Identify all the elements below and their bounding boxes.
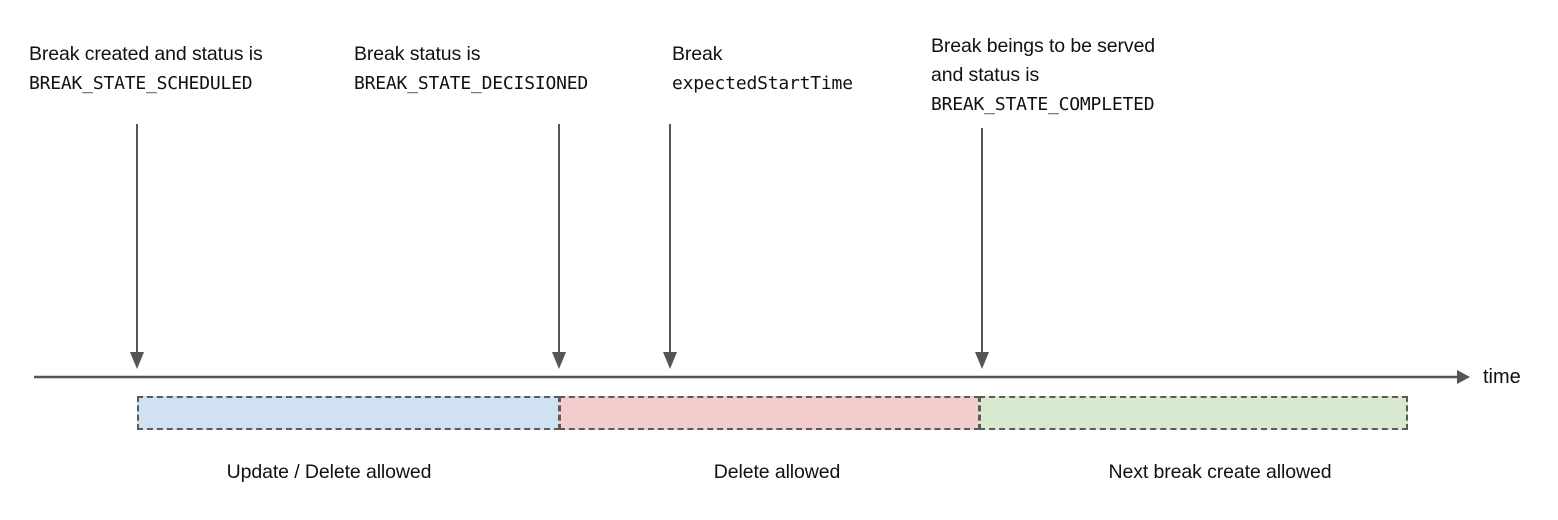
phase-caption-delete-only: Delete allowed bbox=[713, 461, 841, 483]
event-label-line: Break beings to be served bbox=[931, 35, 1156, 57]
drop-arrow-break-decisioned bbox=[552, 124, 566, 369]
event-label-line: BREAK_STATE_SCHEDULED bbox=[29, 73, 253, 94]
drop-arrow-expected-start-time bbox=[663, 124, 677, 369]
event-label-line: Break status is bbox=[354, 43, 481, 65]
event-label-line: and status is bbox=[931, 64, 1040, 86]
event-label-line: Break created and status is bbox=[29, 43, 263, 65]
event-label-line: BREAK_STATE_DECISIONED bbox=[354, 73, 589, 94]
phase-caption-update-delete: Update / Delete allowed bbox=[226, 461, 432, 483]
event-label-expected-start-time: Break expectedStartTime bbox=[672, 40, 853, 98]
phase-bar-next-break-create bbox=[979, 396, 1408, 430]
event-label-line: BREAK_STATE_COMPLETED bbox=[931, 94, 1155, 115]
event-label-line: Break bbox=[672, 43, 723, 65]
event-label-break-created: Break created and status is BREAK_STATE_S… bbox=[29, 40, 263, 98]
drop-arrow-break-completed bbox=[975, 128, 989, 369]
event-label-line: expectedStartTime bbox=[672, 73, 853, 94]
time-axis-label: time bbox=[1483, 366, 1521, 388]
time-axis-arrow bbox=[34, 370, 1470, 384]
drop-arrow-break-created bbox=[130, 124, 144, 369]
phase-bar-update-delete bbox=[137, 396, 560, 430]
phase-bar-delete-only bbox=[559, 396, 980, 430]
event-label-break-decisioned: Break status is BREAK_STATE_DECISIONED bbox=[354, 40, 588, 98]
event-label-break-completed: Break beings to be served and status is BR… bbox=[931, 32, 1155, 119]
phase-caption-next-break-create: Next break create allowed bbox=[1108, 461, 1332, 483]
